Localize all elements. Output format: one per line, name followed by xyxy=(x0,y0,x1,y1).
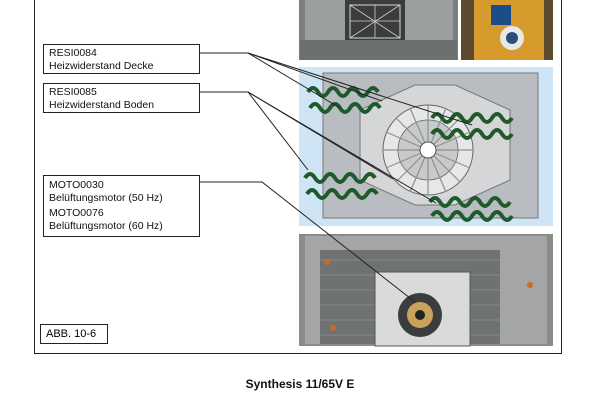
moto0030-code: MOTO0030 xyxy=(49,179,104,191)
label-moto: MOTO0030 Belüftungsmotor (50 Hz) MOTO007… xyxy=(43,175,200,237)
resi0084-code: RESI0084 xyxy=(49,47,97,59)
moto0076-name: Belüftungsmotor (60 Hz) xyxy=(49,219,163,232)
top-photo-left xyxy=(299,0,458,60)
footer-title: Synthesis 11/65V E xyxy=(245,377,355,391)
heater-assembly-illustration xyxy=(299,67,553,226)
figure-frame xyxy=(34,0,562,354)
label-resi0084: RESI0084 Heizwiderstand Decke xyxy=(43,44,200,74)
heater-coil-icon xyxy=(306,86,382,114)
label-resi0085: RESI0085 Heizwiderstand Boden xyxy=(43,83,200,113)
leader-lines xyxy=(200,52,473,303)
resi0085-name: Heizwiderstand Boden xyxy=(49,98,155,111)
resi0084-name: Heizwiderstand Decke xyxy=(49,59,154,72)
moto0030-name: Belüftungsmotor (50 Hz) xyxy=(49,191,163,204)
moto0076-code: MOTO0076 xyxy=(49,207,104,219)
motor-icon xyxy=(398,293,442,337)
fan-wheel-icon xyxy=(382,104,474,196)
motor-photo xyxy=(299,234,553,347)
figure-label: ABB. 10-6 xyxy=(40,324,108,344)
top-photo-right xyxy=(461,0,553,60)
resi0085-code: RESI0085 xyxy=(49,86,97,98)
